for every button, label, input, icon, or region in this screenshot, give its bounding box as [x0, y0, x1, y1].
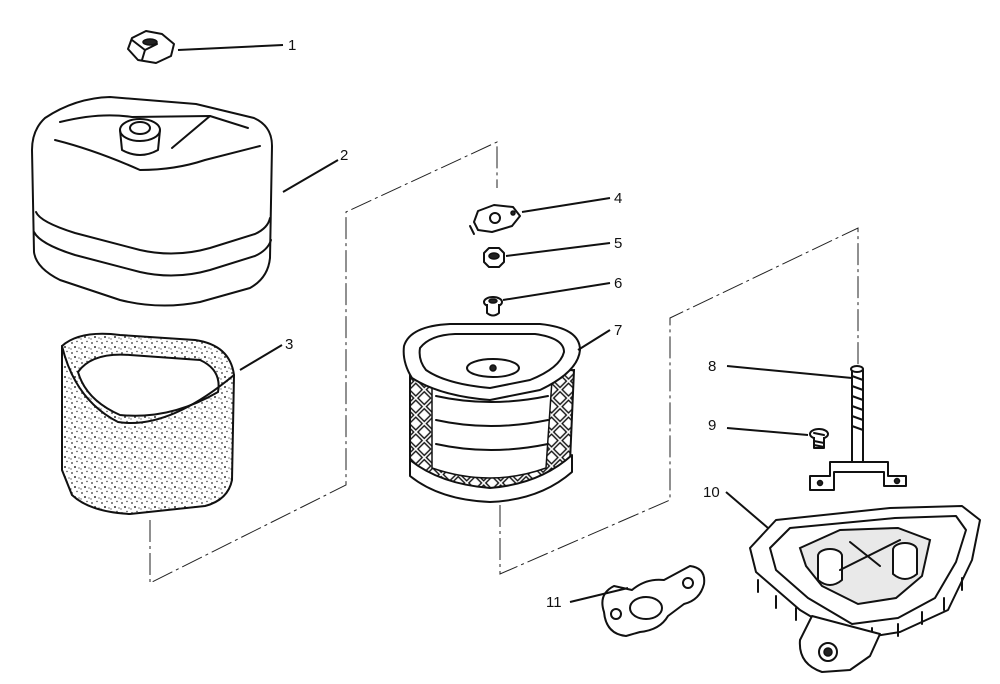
leader-line-4 — [521, 197, 611, 213]
leader-line-1 — [177, 44, 284, 51]
part-3-foam-precleaner — [61, 332, 236, 516]
part-7-paper-filter — [402, 323, 581, 503]
part-9-screw — [809, 428, 829, 449]
leader-line-2 — [282, 159, 339, 193]
leader-line-3 — [239, 344, 283, 371]
assembly-line-right — [499, 227, 859, 575]
callout-8: 8 — [708, 358, 716, 375]
part-1-wing-nut — [127, 30, 175, 64]
callout-4: 4 — [614, 190, 622, 207]
leader-line-5 — [505, 242, 611, 257]
callout-11: 11 — [546, 594, 562, 611]
leader-line-11 — [569, 587, 629, 603]
assembly-line-left — [149, 141, 498, 584]
part-4-retainer-plate — [469, 204, 521, 235]
leader-line-6 — [502, 282, 611, 301]
part-8-stud — [809, 365, 907, 491]
callout-6: 6 — [614, 275, 622, 292]
callout-5: 5 — [614, 235, 622, 252]
callout-9: 9 — [708, 417, 716, 434]
callout-7: 7 — [614, 322, 622, 339]
leader-line-9 — [726, 427, 809, 436]
callout-3: 3 — [285, 336, 293, 353]
callout-2: 2 — [340, 147, 348, 164]
part-6-seal — [483, 296, 503, 317]
leader-line-8 — [726, 365, 853, 379]
leader-line-10 — [725, 491, 769, 529]
leader-line-7 — [577, 329, 611, 351]
part-11-gasket — [601, 565, 706, 637]
callout-1: 1 — [288, 37, 296, 54]
part-2-air-cleaner-cover — [31, 96, 273, 307]
part-10-base-plate — [749, 505, 981, 673]
callout-10: 10 — [703, 484, 720, 501]
part-5-nut — [483, 247, 505, 268]
